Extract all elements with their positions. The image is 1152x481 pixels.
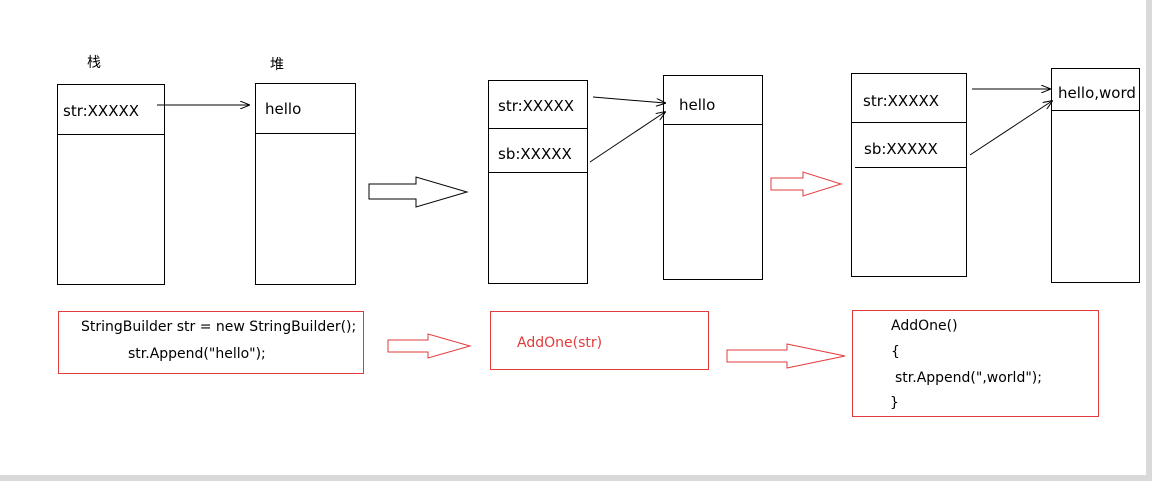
stack-cell-str-3: str:XXXXX xyxy=(863,92,940,110)
window-edge-bottom xyxy=(0,475,1152,481)
heap-cell-hello-word-3: hello,word xyxy=(1058,84,1136,102)
heap-cell-hello-2: hello xyxy=(679,96,716,114)
code-block-3 xyxy=(852,310,1099,417)
code-line-3-1: AddOne() xyxy=(891,318,958,334)
stack-divider-2b xyxy=(488,172,588,173)
stack-cell-str-1: str:XXXXX xyxy=(63,102,140,120)
stack-cell-sb-2: sb:XXXXX xyxy=(498,145,572,163)
reference-arrow-2a xyxy=(592,96,665,103)
code-line-3-3: str.Append(",world"); xyxy=(895,370,1042,386)
code-block-1 xyxy=(58,311,364,374)
code-line-1-2: str.Append("hello"); xyxy=(128,346,266,362)
step-arrow-red-2 xyxy=(387,333,472,359)
stack-column-2 xyxy=(488,80,588,284)
reference-arrow-2b xyxy=(589,112,665,163)
stack-cell-sb-3: sb:XXXXX xyxy=(864,140,938,158)
code-line-1-1: StringBuilder str = new StringBuilder(); xyxy=(81,319,357,335)
step-arrow-red-3 xyxy=(726,343,846,369)
stack-divider-2a xyxy=(488,128,588,129)
stack-divider-1 xyxy=(57,134,165,135)
heap-column-2 xyxy=(663,75,763,280)
code-block-2 xyxy=(490,311,709,370)
code-line-3-4: } xyxy=(890,395,899,411)
heap-cell-hello-1: hello xyxy=(265,100,302,118)
code-line-2-1: AddOne(str) xyxy=(517,335,603,351)
window-edge-right xyxy=(1146,0,1152,481)
step-arrow-black xyxy=(368,176,469,208)
heap-column-1 xyxy=(255,83,356,285)
heap-divider-1 xyxy=(255,133,356,134)
stack-column-3 xyxy=(851,73,967,277)
stack-divider-3a xyxy=(851,122,967,123)
heap-divider-3 xyxy=(1051,110,1140,111)
stack-column-1 xyxy=(57,84,165,285)
stack-header: 栈 xyxy=(87,55,101,71)
heap-divider-2 xyxy=(663,124,763,125)
heap-column-3 xyxy=(1051,68,1140,283)
stack-divider-3b xyxy=(855,167,967,168)
step-arrow-red-1 xyxy=(770,171,843,197)
stack-cell-str-2: str:XXXXX xyxy=(498,97,575,115)
reference-arrow-3b xyxy=(969,101,1052,156)
code-line-3-2: { xyxy=(891,344,900,360)
heap-header: 堆 xyxy=(270,57,284,73)
